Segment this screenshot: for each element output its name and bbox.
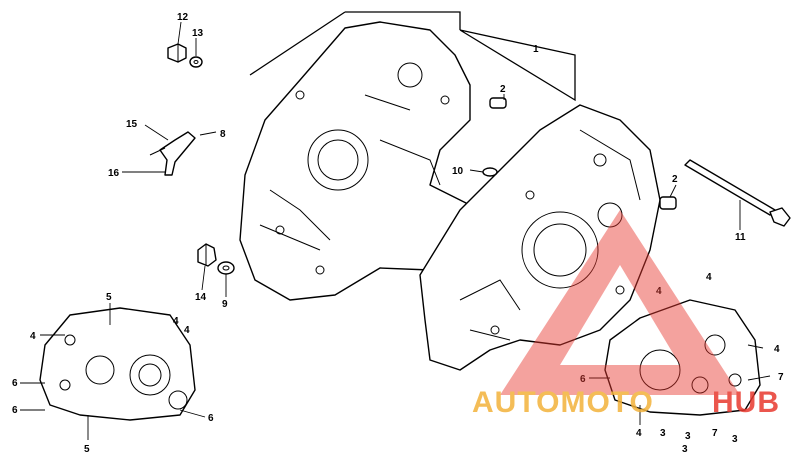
callout-4c: 4 (184, 325, 190, 336)
callout-2b: 2 (672, 174, 678, 185)
callout-2a: 2 (500, 84, 506, 95)
callout-labels: 12 13 1 15 8 16 2 10 2 11 14 9 5 4 4 4 6… (12, 12, 784, 455)
callout-10: 10 (452, 166, 464, 177)
callout-7b: 7 (712, 428, 718, 439)
watermark-brand-part1: AUTOMOTO (472, 386, 654, 419)
callout-6d: 6 (580, 374, 586, 385)
callout-15: 15 (126, 119, 138, 130)
callout-3d: 3 (732, 434, 738, 445)
watermark-brand-part2: HUB (712, 386, 780, 419)
callout-4f: 4 (774, 344, 780, 355)
callout-11: 11 (735, 232, 746, 243)
crankcase-right-half (419, 104, 661, 371)
right-cover-gasket (604, 299, 761, 416)
callout-4a: 4 (30, 331, 36, 342)
callout-4g: 4 (636, 428, 642, 439)
hardware-oring-10 (482, 167, 498, 177)
watermark: AUTOMOTO HUB (472, 210, 780, 419)
callout-14: 14 (195, 292, 207, 303)
callout-3b: 3 (685, 431, 691, 442)
hardware-drain-plug-14 (197, 243, 217, 267)
callout-3a: 3 (660, 428, 666, 439)
callout-frame-1 (249, 11, 576, 102)
callout-4d: 4 (706, 272, 712, 283)
hardware-dowel-2a (489, 97, 507, 109)
crankcase-left-half (239, 21, 496, 301)
left-cover-gasket (39, 307, 196, 421)
hardware-dowel-2b (659, 196, 677, 210)
callout-5a: 5 (106, 292, 112, 303)
hardware-bolt-12 (167, 43, 187, 63)
callout-6b: 6 (12, 405, 18, 416)
hardware-sensor-15-16 (149, 131, 196, 176)
hardware-long-bolt-11 (684, 159, 791, 227)
hardware-washer-13 (189, 56, 203, 68)
callout-6a: 6 (12, 378, 18, 389)
callout-3c: 3 (682, 444, 688, 455)
watermark-triangle-icon (500, 210, 740, 395)
callout-1: 1 (533, 44, 539, 55)
callout-8: 8 (220, 129, 226, 140)
callout-7a: 7 (778, 372, 784, 383)
callout-5b: 5 (84, 444, 90, 455)
hardware-washer-9 (217, 261, 235, 275)
callout-9: 9 (222, 299, 228, 310)
callout-13: 13 (192, 28, 204, 39)
callout-4e: 4 (656, 286, 662, 297)
callout-4b: 4 (173, 316, 179, 327)
leader-lines (20, 21, 771, 440)
callout-6c: 6 (208, 413, 214, 424)
callout-16: 16 (108, 168, 120, 179)
callout-12: 12 (177, 12, 189, 23)
